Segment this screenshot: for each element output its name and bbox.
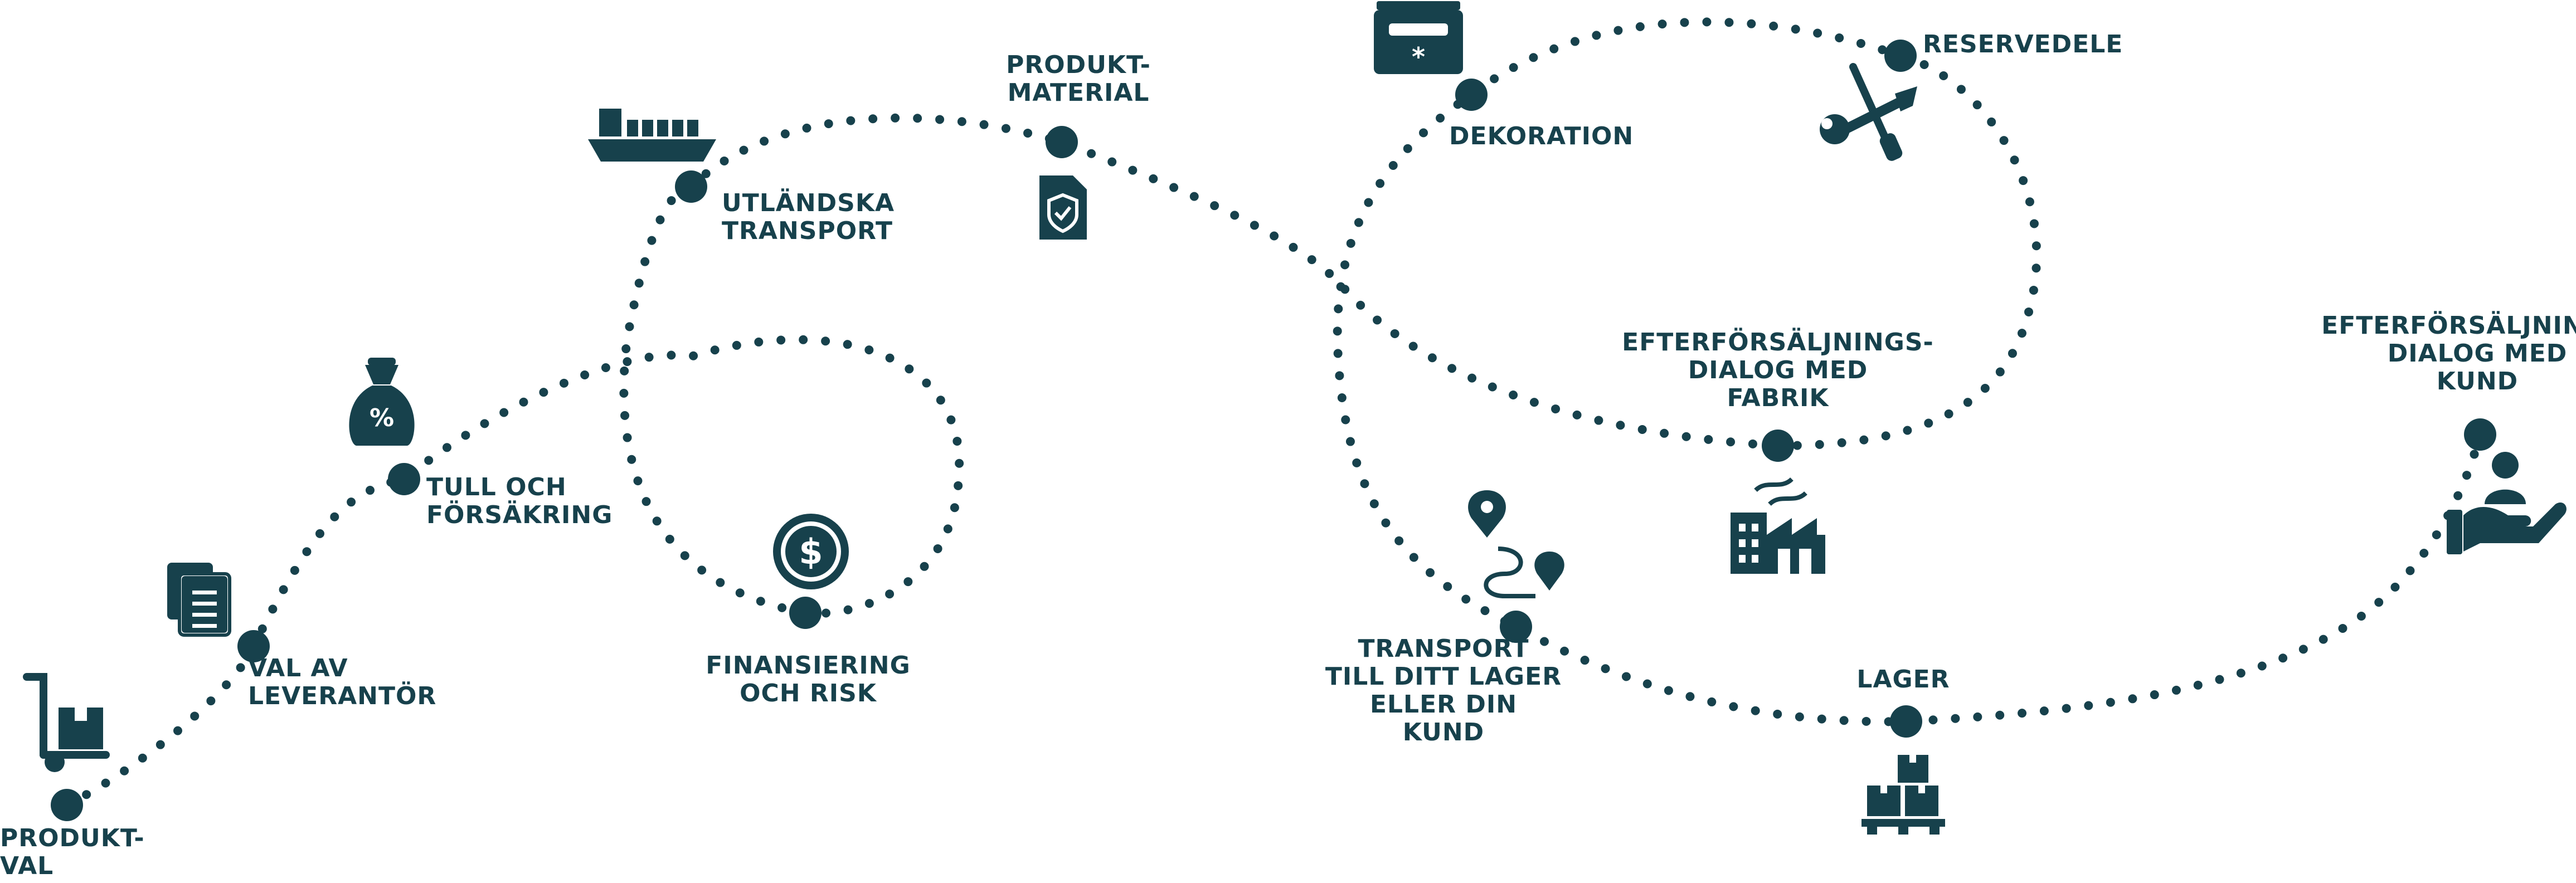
station-dot-fabrik xyxy=(1762,430,1794,462)
pallet-boxes-icon xyxy=(1861,755,1945,835)
label-lager: LAGER xyxy=(1856,665,1950,694)
station-dot-material xyxy=(1046,126,1078,158)
station-dot-finansiering xyxy=(789,597,822,629)
label-reservdelar: RESERVEDELE xyxy=(1923,30,2123,58)
label-transport-lager: TRANSPORT TILL DITT LAGER ELLER DIN KUND xyxy=(1325,635,1562,747)
label-utlandska: UTLÄNDSKA TRANSPORT xyxy=(722,189,895,245)
station-dot-reservdelar xyxy=(1884,40,1917,72)
station-dot-tull xyxy=(388,463,420,495)
documents-icon xyxy=(167,563,231,637)
hand-truck-box-icon xyxy=(23,673,110,772)
station-dot-leverantor xyxy=(237,630,270,662)
wrench-screwdriver-icon xyxy=(1820,63,1917,161)
svg-text:%: % xyxy=(370,404,394,432)
label-produktval: PRODUKT- VAL xyxy=(0,824,145,880)
label-fabrik: EFTERFÖRSÄLJNINGS- DIALOG MED FABRIK xyxy=(1622,328,1934,412)
station-dot-dekoration xyxy=(1455,79,1488,111)
factory-icon xyxy=(1731,477,1825,574)
station-dot-lager xyxy=(1890,705,1922,738)
toolbox-icon: * xyxy=(1374,1,1463,74)
svg-text:$: $ xyxy=(799,531,823,572)
money-bag-percent-icon: % xyxy=(349,358,415,446)
shield-document-icon xyxy=(1039,175,1087,240)
label-dekoration: DEKORATION xyxy=(1449,122,1634,150)
station-dot-utlandska xyxy=(675,170,707,203)
svg-text:*: * xyxy=(1412,42,1425,72)
station-dot-kund xyxy=(2464,418,2496,451)
label-finansiering: FINANSIERING OCH RISK xyxy=(706,651,911,708)
label-material: PRODUKT- MATERIAL xyxy=(1006,51,1151,107)
label-leverantor: VAL AV LEVERANTÖR xyxy=(248,654,437,710)
hand-person-icon xyxy=(2447,452,2567,554)
label-tull: TULL OCH FÖRSÄKRING xyxy=(426,473,613,529)
journey-path xyxy=(62,17,2485,809)
station-dot-produktval xyxy=(51,789,83,821)
label-kund: EFTERFÖRSÄLJNINGS- DIALOG MED KUND xyxy=(2321,311,2576,396)
dollar-coin-icon: $ xyxy=(773,514,849,589)
route-pin-icon xyxy=(1468,490,1564,598)
cargo-ship-icon xyxy=(588,109,716,162)
station-dot-transport-lager xyxy=(1500,611,1532,643)
